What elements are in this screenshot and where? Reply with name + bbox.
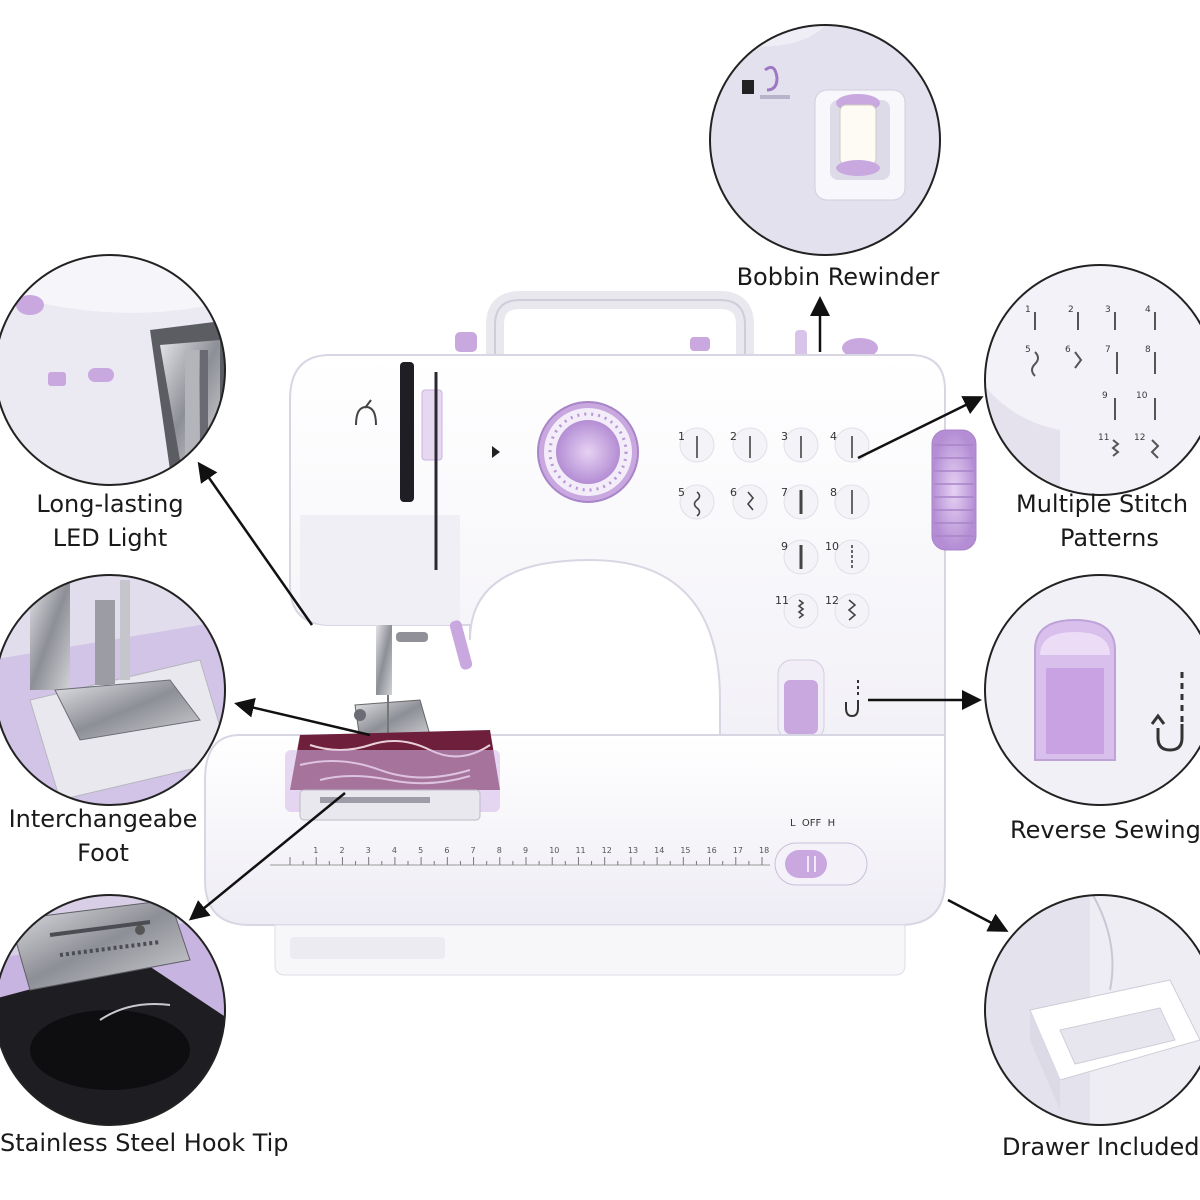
stitch-patterns-text-line2: Patterns xyxy=(1060,524,1159,552)
svg-text:2: 2 xyxy=(1068,305,1074,315)
ruler-number: 5 xyxy=(418,846,423,855)
svg-text:7: 7 xyxy=(1105,345,1111,355)
led-light-label: Long-lasting LED Light xyxy=(10,487,210,555)
arrow-hook xyxy=(188,792,346,921)
led-light-detail-photo xyxy=(0,254,226,486)
stitch-number: 6 xyxy=(730,486,737,499)
reverse-sewing-detail-photo xyxy=(984,574,1200,806)
svg-text:10: 10 xyxy=(1136,391,1148,401)
arrow-stitch xyxy=(857,396,984,460)
arrow-foot xyxy=(234,697,371,737)
ruler-number: 14 xyxy=(654,846,664,855)
presser-foot-label: Interchangeabe Foot xyxy=(0,802,206,870)
stitch-chart: 1 2 3 4 5 6 7 8 9 10 11 12 xyxy=(678,427,870,629)
svg-text:11: 11 xyxy=(1098,433,1109,443)
ruler-number: 11 xyxy=(575,846,585,855)
bobbin-rewinder-text: Bobbin Rewinder xyxy=(736,263,940,291)
drawer-detail-photo xyxy=(984,894,1200,1126)
stitch-number: 2 xyxy=(730,430,737,443)
led-light-text-line2: LED Light xyxy=(52,524,168,552)
ruler-number: 10 xyxy=(549,846,559,855)
ruler-number: 4 xyxy=(392,846,397,855)
presser-foot-text-line1: Interchangeabe xyxy=(8,805,198,833)
ruler-number: 7 xyxy=(471,846,476,855)
reverse-sewing-label: Reverse Sewing xyxy=(1010,813,1200,847)
led-light-text-line1: Long-lasting xyxy=(36,490,184,518)
ruler-number: 15 xyxy=(680,846,690,855)
hook-tip-label: Stainless Steel Hook Tip xyxy=(0,1126,292,1160)
ruler-number: 1 xyxy=(313,846,318,855)
drawer-label: Drawer Included xyxy=(1002,1130,1200,1164)
callout-arrows xyxy=(188,296,1009,932)
svg-text:3: 3 xyxy=(1105,305,1111,315)
presser-foot-detail-photo xyxy=(0,574,226,806)
power-switch-label: L OFF H xyxy=(790,818,835,829)
hook-tip-detail-photo xyxy=(0,894,226,1126)
stitch-number: 5 xyxy=(678,486,685,499)
ruler-number: 18 xyxy=(759,846,769,855)
arrow-drawer xyxy=(947,898,1009,932)
stitch-number: 12 xyxy=(825,594,839,607)
svg-text:1: 1 xyxy=(1025,305,1031,315)
ruler-number: 9 xyxy=(523,846,528,855)
stitch-number: 8 xyxy=(830,486,837,499)
ruler-number: 17 xyxy=(733,846,743,855)
svg-text:8: 8 xyxy=(1145,345,1151,355)
ruler-number: 16 xyxy=(707,846,717,855)
stitch-number: 3 xyxy=(781,430,788,443)
bobbin-detail-photo xyxy=(709,24,941,256)
svg-text:4: 4 xyxy=(1145,305,1151,315)
reverse-sewing-text: Reverse Sewing xyxy=(1010,816,1200,844)
svg-text:6: 6 xyxy=(1065,345,1071,355)
drawer-text: Drawer Included xyxy=(1002,1133,1200,1161)
ruler-number: 12 xyxy=(602,846,612,855)
stitch-number: 11 xyxy=(775,594,789,607)
hook-tip-text: Stainless Steel Hook Tip xyxy=(0,1129,289,1157)
presser-foot-text-line2: Foot xyxy=(77,839,129,867)
stitch-number: 10 xyxy=(825,540,839,553)
stitch-number: 4 xyxy=(830,430,837,443)
ruler-number: 13 xyxy=(628,846,638,855)
stitch-number: 7 xyxy=(781,486,788,499)
ruler-number: 8 xyxy=(497,846,502,855)
ruler-number: 3 xyxy=(366,846,371,855)
stitch-number: 1 xyxy=(678,430,685,443)
stitch-number: 9 xyxy=(781,540,788,553)
sewing-machine: 1 2 3 4 5 6 7 8 9 10 11 12 xyxy=(204,291,977,976)
svg-text:12: 12 xyxy=(1134,433,1145,443)
ruler-number: 2 xyxy=(339,846,344,855)
bobbin-rewinder-label: Bobbin Rewinder xyxy=(728,260,948,294)
ruler-number: 6 xyxy=(444,846,449,855)
stitch-patterns-label: Multiple Stitch Patterns xyxy=(1016,487,1200,555)
stitch-patterns-text-line1: Multiple Stitch xyxy=(1016,490,1189,518)
svg-text:9: 9 xyxy=(1102,391,1108,401)
arrow-led xyxy=(197,461,314,626)
svg-text:5: 5 xyxy=(1025,345,1031,355)
